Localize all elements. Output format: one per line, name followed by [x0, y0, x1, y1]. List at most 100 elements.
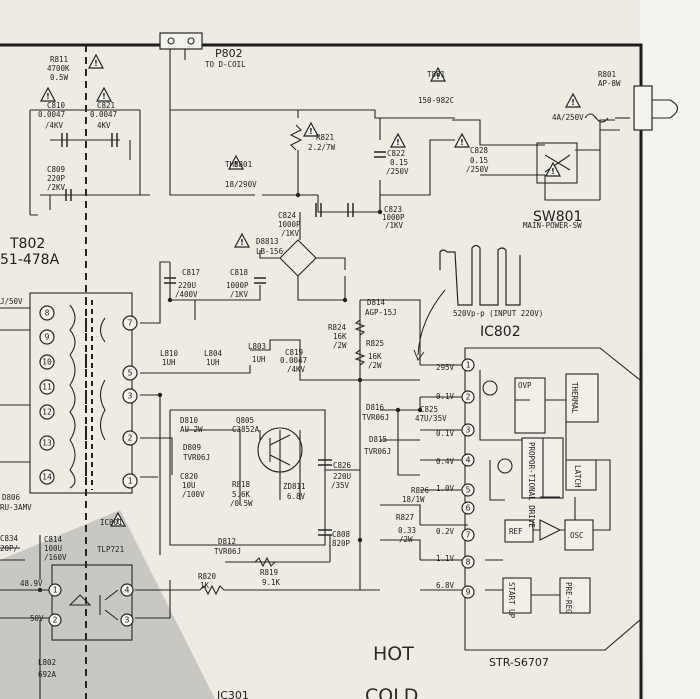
d816-ref: D816: [366, 403, 385, 412]
c823-ref: C823: [384, 205, 402, 214]
c824-ref: C824: [278, 211, 297, 220]
c817-ref: C817: [182, 268, 200, 277]
svg-text:!: !: [571, 98, 575, 107]
t802-pin-5: 5: [128, 369, 133, 378]
c828-ref: C828: [470, 146, 489, 155]
ic802-pin-8: 8: [466, 558, 471, 567]
d809-value: TVR06J: [183, 453, 210, 462]
ic802-pin-1: 1: [466, 361, 471, 370]
ic802-pin-3: 3: [466, 426, 471, 435]
thermal-block: [565, 373, 599, 423]
c828-value: 0.15: [470, 156, 488, 165]
c822-ref: C822: [387, 149, 405, 158]
c818-value: 1000P: [226, 281, 249, 290]
thb801-value: 18/290V: [225, 180, 257, 189]
ic802-pin-4: 4: [466, 456, 471, 465]
drive-block-2: [542, 437, 564, 499]
ic801-pin-4: 4: [125, 586, 130, 595]
d810-value: AU-2W: [180, 425, 203, 434]
t802-pins: 8 9 10 11 12 13 14 7 5 3 2 1: [39, 305, 138, 489]
c821-ref: C821: [97, 101, 115, 110]
r825-rating: /2W: [368, 361, 382, 370]
r827-value: 0.33: [398, 526, 416, 535]
prereg-block: [559, 577, 591, 614]
ic802-pin-6: 6: [466, 504, 471, 513]
ac-plug: [633, 85, 653, 131]
svg-text:!: !: [94, 59, 98, 68]
svg-text:!: !: [460, 138, 464, 147]
block-drive: PROPOR-TIONAL DRIVE: [527, 442, 536, 528]
r819-ref: R819: [260, 568, 278, 577]
c809-value: 220P: [47, 174, 66, 183]
svg-text:!: !: [102, 92, 106, 101]
r818-ref: R818: [232, 480, 251, 489]
l802-value: 692A: [38, 670, 57, 679]
t802-spec: J/50V: [0, 297, 23, 306]
r824-value: 16K: [333, 332, 347, 341]
r818-rating: /0.5W: [230, 499, 253, 508]
c821-value: 0.0047: [90, 110, 117, 119]
r824-rating: /2W: [333, 341, 347, 350]
r825-value: 16K: [368, 352, 382, 361]
t801-value: 150-982C: [418, 96, 454, 105]
l803-value: 1UH: [252, 355, 266, 364]
c822-value: 0.15: [390, 158, 408, 167]
ic802-block-labels: OVP THERMAL PROPOR-TIONAL DRIVE LATCH RE…: [507, 381, 584, 619]
zd811-value: 6.8V: [287, 492, 306, 501]
board-outline: [0, 43, 643, 699]
block-prereg: PRE-REG: [564, 582, 573, 614]
d806-value: RU-3AMV: [0, 503, 32, 512]
d816-value: TVR06J: [362, 413, 389, 422]
c814-ref: C814: [44, 535, 63, 544]
ic802-ref: IC802: [480, 324, 521, 340]
c822-rating: /250V: [386, 167, 409, 176]
thb801-ref: THB801: [225, 160, 252, 169]
q805-transistor: [257, 427, 303, 473]
svg-text:!: !: [396, 138, 400, 147]
c817-value: 220U: [178, 281, 196, 290]
d806-ref: D806: [2, 493, 21, 502]
d812-ref: D812: [218, 537, 236, 546]
voltage-pin4: 0.4V: [436, 457, 455, 466]
c828-rating: /250V: [466, 165, 489, 174]
c810-rating: /4KV: [45, 121, 64, 130]
voltage-pin8: 1.1V: [436, 554, 455, 563]
t802-pin-13: 13: [42, 439, 52, 448]
voltage-pin2: 0.1V: [436, 392, 455, 401]
waveform-arrow: [417, 289, 446, 356]
q805-legs: [269, 434, 291, 466]
cold-zone-label: COLD: [365, 685, 418, 699]
c834-ref: C834: [0, 534, 19, 543]
svg-text:!: !: [551, 167, 555, 176]
fuse-symbol: [584, 113, 609, 123]
d814-value: AGP-15J: [365, 308, 397, 317]
cold-side-shading: [0, 510, 215, 699]
ac-plug-cord: [652, 99, 679, 119]
q805-ref: Q805: [236, 416, 254, 425]
r820-ref: R820: [198, 572, 217, 581]
l804-value: 1UH: [206, 358, 220, 367]
r820-body: [199, 584, 230, 596]
l810-value: 1UH: [162, 358, 176, 367]
ic802-voltages: 295V 0.1V 0.1V 0.4V 1.0V 0.2V 1.1V 6.8V: [436, 363, 455, 590]
start-block: [502, 577, 532, 614]
ic802-pin-5: 5: [466, 486, 471, 495]
ic801-pin-3: 3: [125, 616, 130, 625]
latch-block: [565, 459, 597, 491]
r827-ref: R827: [396, 513, 414, 522]
svg-text:!: !: [436, 72, 440, 81]
c819-rating: /4KV: [287, 365, 306, 374]
page-margin: [640, 0, 700, 699]
c809-ref: C809: [47, 165, 65, 174]
d809-ref: D809: [183, 443, 201, 452]
c820-rating: /100V: [182, 490, 205, 499]
ic801-ref: IC801: [100, 518, 123, 527]
p802-connector: [159, 32, 203, 50]
t802-pin-9: 9: [45, 333, 50, 342]
c824-rating: /1KV: [281, 229, 300, 238]
c820-ref: C820: [180, 472, 199, 481]
p802-name: TO D-COIL: [205, 60, 246, 69]
t802-pin-8: 8: [45, 309, 50, 318]
voltage-pin1: 295V: [436, 363, 455, 372]
